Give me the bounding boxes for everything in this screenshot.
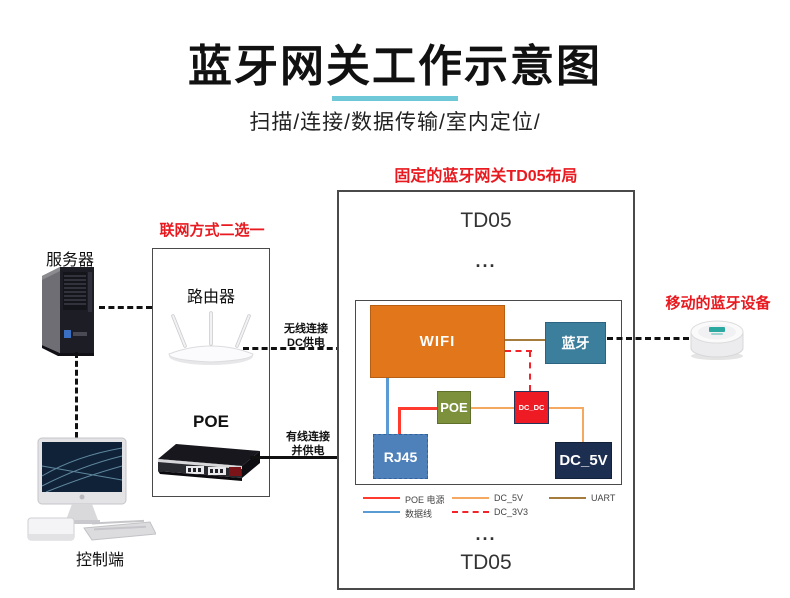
router-wifi-dashed-link [243, 347, 370, 350]
router-icon [163, 308, 259, 366]
router-label: 路由器 [186, 289, 235, 306]
beacon-device-icon [688, 316, 746, 362]
legend-label-data: 数据线 [405, 509, 433, 519]
poe-power-wire-horizontal [398, 407, 437, 410]
legend-label-dc5v: DC_5V [494, 493, 524, 503]
gateway-device-top-label: TD05 [460, 209, 512, 232]
poe-switch-icon [156, 438, 266, 486]
server-label: 服务器 [45, 252, 94, 269]
dc3v3-wire-horizontal [505, 350, 532, 352]
poe-module: POE [437, 391, 471, 424]
legend-label-uart: UART [591, 493, 616, 503]
dcdc-module: DC_DC [514, 391, 549, 424]
wifi-module: WIFI [370, 305, 505, 378]
poe-rj45-wired-link [250, 456, 373, 459]
dc5v-wire-1 [471, 407, 514, 409]
bluetooth-module: 蓝牙 [545, 322, 606, 364]
wireless-label-line1: 无线连接 [284, 323, 328, 335]
server-computer-dashed-link [75, 352, 78, 438]
control-computer-icon [26, 436, 156, 546]
wired-label-line1: 有线连接 [286, 431, 330, 443]
gateway-device-bottom-label: TD05 [460, 551, 512, 574]
gateway-heading: 固定的蓝牙网关TD05布局 [394, 168, 578, 185]
mobile-device-label: 移动的蓝牙设备 [665, 295, 771, 312]
control-terminal-label: 控制端 [75, 552, 124, 569]
poe-power-wire-vertical [398, 407, 401, 435]
legend-line-poe-power [363, 497, 400, 499]
page-title: 蓝牙网关工作示意图 [188, 42, 602, 91]
legend-line-data [363, 511, 400, 513]
page-subtitle: 扫描/连接/数据传输/室内定位/ [249, 111, 541, 134]
dc5v-module: DC_5V [555, 442, 612, 479]
ellipsis-top: ... [475, 251, 497, 271]
ellipsis-bottom: ... [475, 524, 497, 544]
legend-label-poe-power: POE 电源 [405, 495, 445, 505]
legend-line-dc3v3 [452, 511, 489, 513]
data-wire [386, 378, 389, 434]
dc3v3-wire-vertical [529, 351, 531, 391]
uart-wire [505, 339, 545, 341]
legend-label-dc3v3: DC_3V3 [494, 507, 529, 517]
dc5v-wire-2-horizontal [549, 407, 584, 409]
wireless-label-line2: DC供电 [287, 337, 325, 350]
legend-line-dc5v [452, 497, 489, 499]
server-router-dashed-link [99, 306, 152, 309]
dc5v-wire-2-vertical [582, 407, 584, 443]
server-tower-icon [36, 264, 100, 359]
legend-line-uart [549, 497, 586, 499]
wired-connection-label: 有线连接 并供电 [276, 430, 340, 459]
poe-device-label: POE [193, 412, 229, 431]
title-underline [332, 96, 458, 101]
network-box-heading: 联网方式二选一 [159, 222, 265, 239]
wired-label-line2: 并供电 [291, 445, 325, 458]
wireless-connection-label: 无线连接 DC供电 [272, 322, 340, 351]
rj45-module: RJ45 [373, 434, 428, 479]
bluetooth-device-dashed-link [607, 337, 689, 340]
